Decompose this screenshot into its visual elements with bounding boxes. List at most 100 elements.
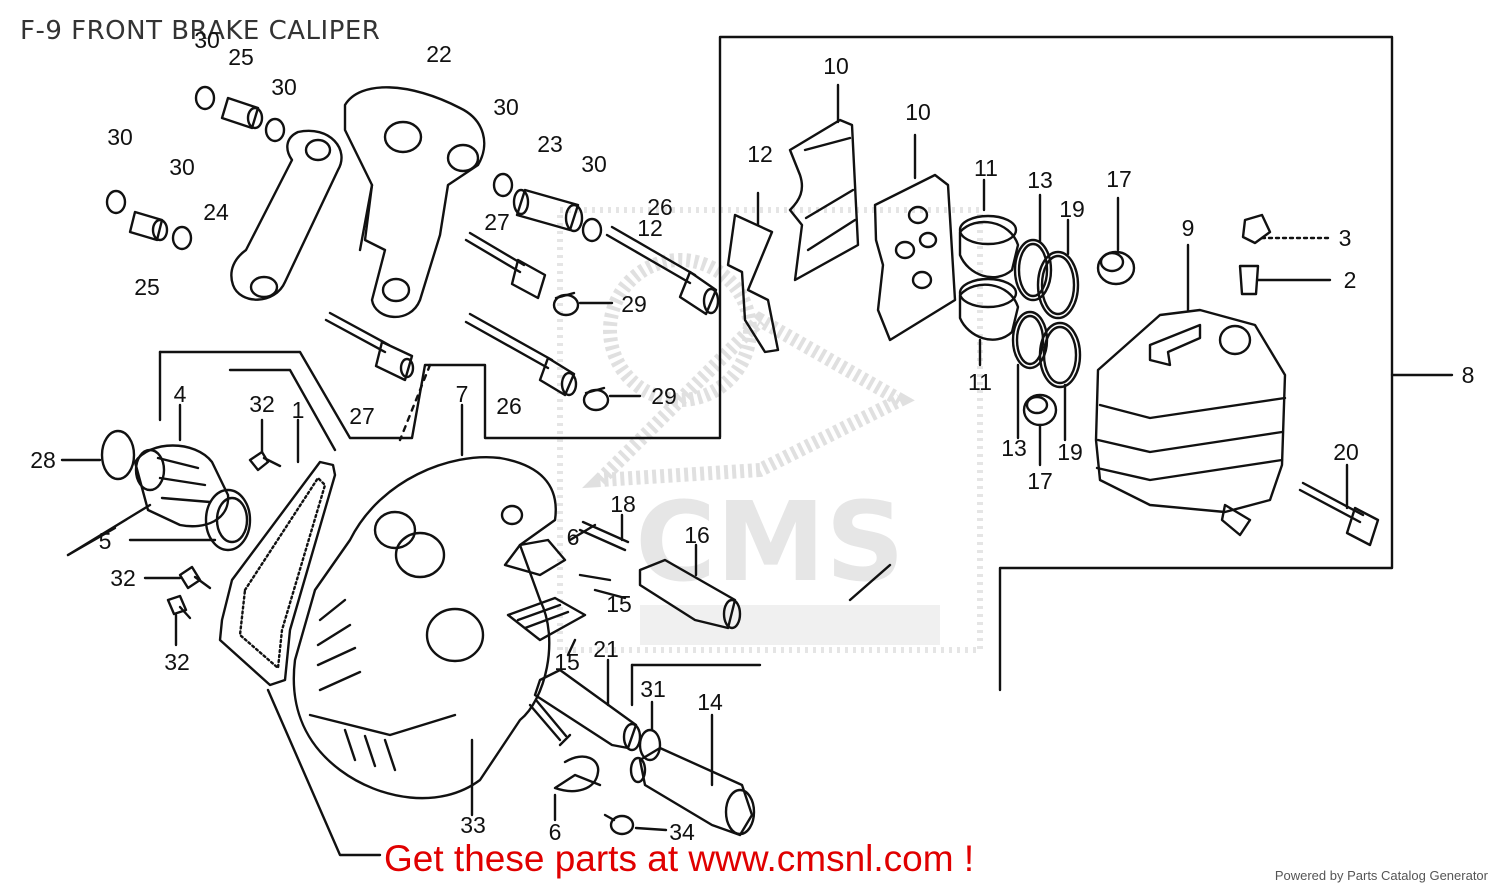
- gasket-1: [218, 418, 337, 687]
- callout-32: 32: [249, 391, 275, 417]
- callout-30: 30: [581, 151, 607, 177]
- diagram-linework: [60, 35, 1454, 857]
- cylinder-14: [629, 713, 756, 837]
- callout-15: 15: [606, 591, 632, 617]
- callout-30: 30: [194, 27, 220, 53]
- callout-11: 11: [968, 369, 992, 395]
- callout-23: 23: [537, 131, 563, 157]
- mounting-plate-7: [266, 403, 557, 857]
- callout-11: 11: [974, 155, 998, 181]
- callout-5: 5: [99, 528, 112, 554]
- call-to-action-text: Get these parts at www.cmsnl.com !: [384, 838, 975, 879]
- powered-by-footer: Powered by Parts Catalog Generator: [1274, 868, 1488, 883]
- diagram-title: F-9 FRONT BRAKE CALIPER: [20, 16, 381, 46]
- cap-17: [1022, 393, 1058, 427]
- piston-11: [958, 277, 1020, 341]
- fitting-2: [1238, 264, 1332, 296]
- callout-2: 2: [1344, 267, 1357, 293]
- callout-4: 4: [174, 381, 187, 407]
- caliper-body-9: [1094, 243, 1287, 537]
- bushing-25: [220, 96, 264, 130]
- callout-9: 9: [1182, 215, 1195, 241]
- pin-26: [464, 312, 578, 397]
- cylinder-4: [133, 403, 230, 528]
- pad-10: [788, 83, 860, 282]
- bolt-20: [1298, 463, 1380, 547]
- assembly-box-8: [718, 35, 1394, 692]
- callout-26: 26: [496, 393, 522, 419]
- bolt-32: [248, 418, 282, 472]
- callout-28: 28: [30, 447, 56, 473]
- callout-27: 27: [349, 403, 375, 429]
- callout-30: 30: [493, 94, 519, 120]
- callout-12: 12: [747, 141, 773, 167]
- o-ring-30: [492, 172, 514, 198]
- callout-3: 3: [1339, 225, 1352, 251]
- callout-1: 1: [292, 397, 305, 423]
- bolt-27: [324, 311, 415, 382]
- callout-29: 29: [621, 291, 647, 317]
- bushing-16: [638, 543, 742, 630]
- callout-12: 12: [637, 215, 663, 241]
- callout-7: 7: [456, 381, 469, 407]
- seal-19: [1036, 250, 1080, 320]
- o-ring-30: [194, 85, 216, 111]
- spring-12: [726, 191, 780, 354]
- callout-6: 6: [549, 819, 562, 845]
- o-ring-30: [105, 189, 127, 215]
- callout-6: 6: [567, 524, 580, 550]
- bolt-34: [603, 813, 668, 836]
- seal-13: [1013, 238, 1053, 302]
- bolt-32: [143, 565, 212, 590]
- piston-11: [958, 214, 1020, 279]
- cap-29: [552, 291, 580, 317]
- callout-25: 25: [134, 274, 160, 300]
- callout-33: 33: [460, 812, 486, 838]
- callout-8: 8: [1462, 362, 1475, 388]
- callout-20: 20: [1333, 439, 1359, 465]
- cap-29: [582, 386, 610, 412]
- callout-15: 15: [554, 649, 580, 675]
- bolt-27: [464, 231, 547, 300]
- piston-21: [533, 658, 642, 752]
- o-ring-30: [171, 225, 193, 251]
- callout-34: 34: [669, 819, 695, 845]
- callout-14: 14: [697, 689, 723, 715]
- callout-17: 17: [1027, 468, 1053, 494]
- callout-30: 30: [169, 154, 195, 180]
- callout-30: 30: [107, 124, 133, 150]
- callout-13: 13: [1027, 167, 1053, 193]
- seal-31: [638, 700, 662, 762]
- callout-18: 18: [610, 491, 636, 517]
- bleeder-3: [1241, 213, 1332, 245]
- callout-32: 32: [164, 649, 190, 675]
- lever-22: [343, 86, 486, 319]
- spring-clip-6: [553, 755, 602, 822]
- o-ring-30: [264, 117, 286, 143]
- callout-27: 27: [484, 209, 510, 235]
- pad-15: [506, 596, 587, 642]
- callout-10: 10: [905, 99, 931, 125]
- callout-17: 17: [1106, 166, 1132, 192]
- callout-25: 25: [228, 44, 254, 70]
- callout-19: 19: [1057, 439, 1083, 465]
- callout-32: 32: [110, 565, 136, 591]
- callout-13: 13: [1001, 435, 1027, 461]
- callout-30: 30: [271, 74, 297, 100]
- callout-19: 19: [1059, 196, 1085, 222]
- callout-16: 16: [684, 522, 710, 548]
- link-24: [230, 129, 343, 301]
- callout-31: 31: [640, 676, 666, 702]
- o-ring-30: [581, 217, 603, 243]
- snap-ring-28: [100, 429, 136, 481]
- callout-29: 29: [651, 383, 677, 409]
- pad-10: [873, 133, 957, 342]
- callout-10: 10: [823, 53, 849, 79]
- pin-23: [512, 188, 584, 233]
- callout-21: 21: [593, 636, 619, 662]
- pin-26: [605, 225, 720, 316]
- bolt-32: [166, 594, 192, 647]
- seal-19: [1038, 321, 1082, 389]
- clip-6: [503, 523, 612, 582]
- bushing-25: [128, 210, 169, 242]
